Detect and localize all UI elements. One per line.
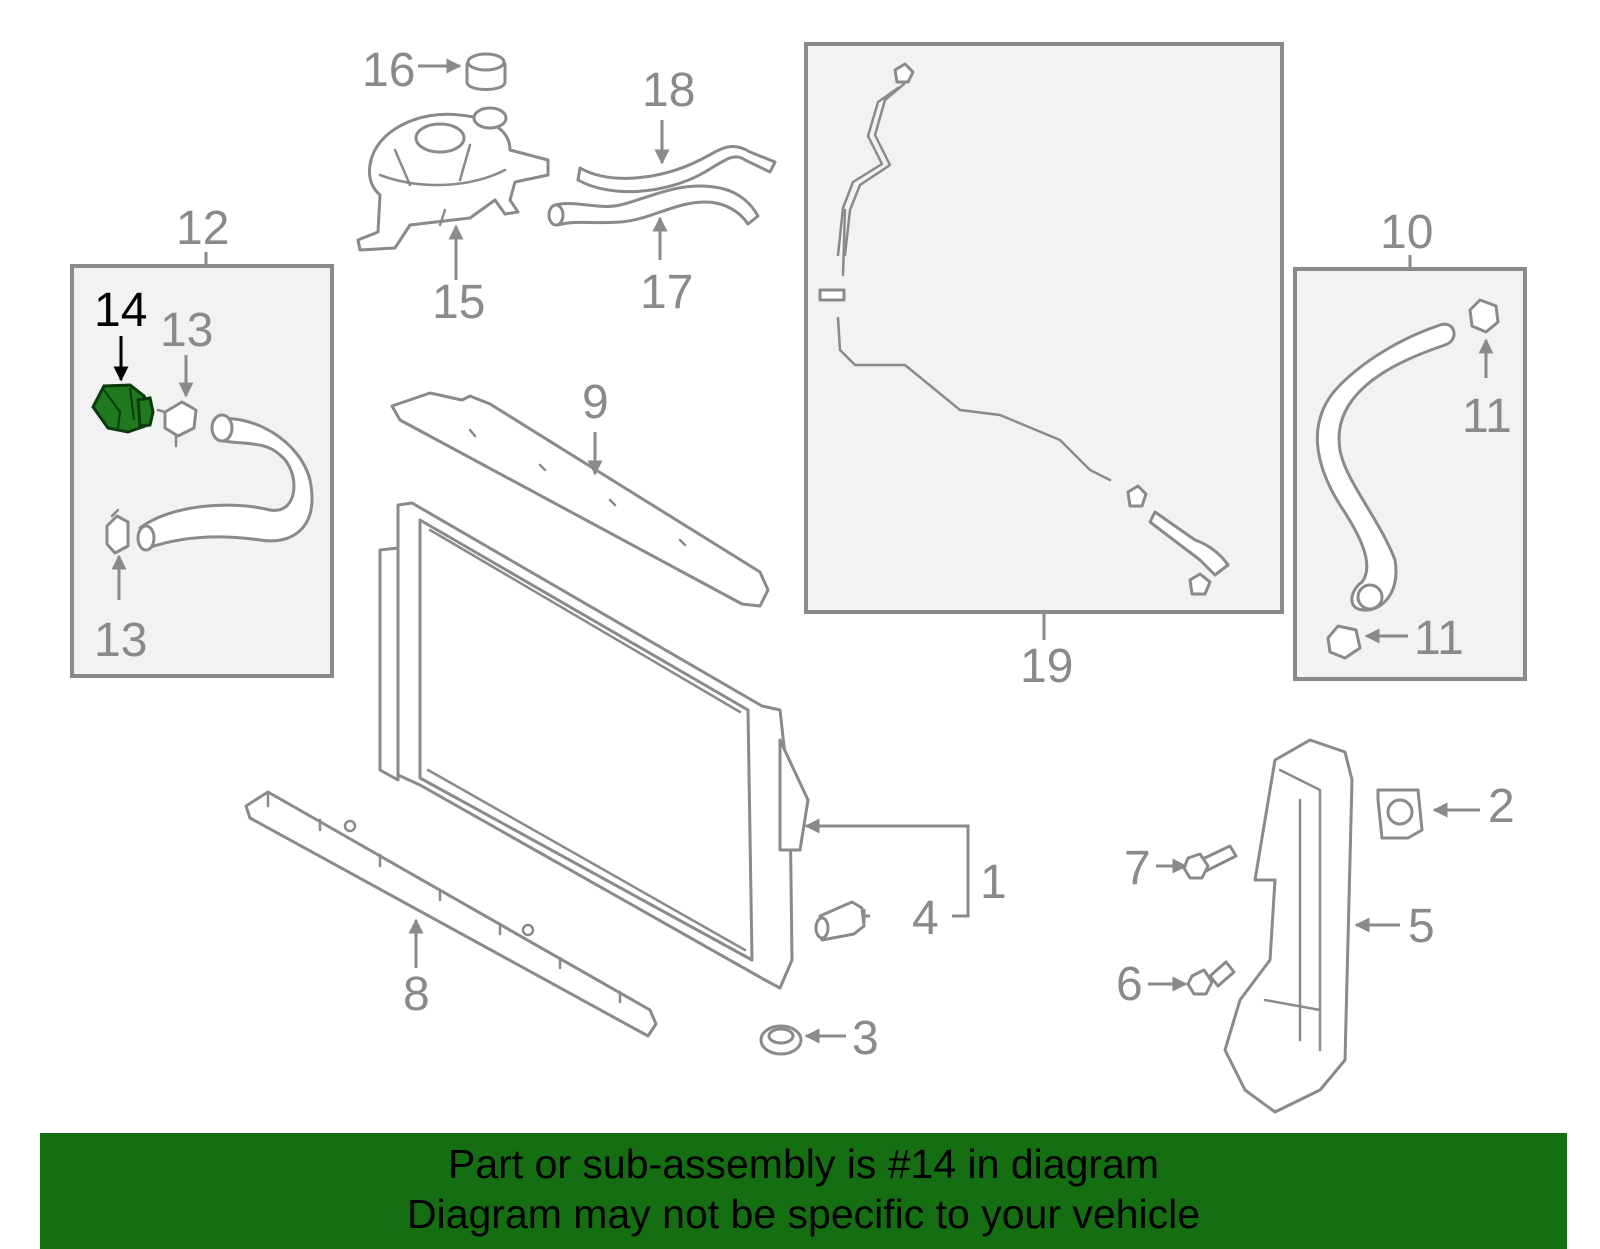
part-10-upper-hose[interactable]: [1316, 322, 1456, 612]
label-10: 10: [1380, 206, 1433, 259]
part-13-clamp-lower[interactable]: [105, 508, 130, 555]
part-19-hose-line[interactable]: [818, 62, 1230, 596]
label-16: 16: [362, 44, 415, 97]
part-4-drain-plug[interactable]: [814, 900, 866, 942]
label-13-lower: 13: [94, 614, 147, 667]
box-12: [70, 264, 334, 678]
label-13-upper: 13: [160, 304, 213, 357]
part-3-grommet[interactable]: [759, 1024, 803, 1056]
info-banner: Part or sub-assembly is #14 in diagram D…: [40, 1133, 1567, 1249]
part-2-bracket[interactable]: [1376, 788, 1424, 840]
banner-line-1: Part or sub-assembly is #14 in diagram: [448, 1141, 1159, 1187]
part-13-clamp-upper[interactable]: [156, 400, 198, 448]
part-6-bolt[interactable]: [1186, 960, 1236, 996]
label-11-upper: 11: [1462, 390, 1512, 443]
label-4: 4: [912, 892, 939, 945]
label-12: 12: [176, 202, 229, 255]
label-14: 14: [94, 284, 147, 337]
label-9: 9: [582, 376, 609, 429]
label-8: 8: [403, 968, 430, 1021]
part-15-reservoir[interactable]: [356, 106, 550, 252]
part-18-hose[interactable]: [576, 145, 777, 194]
banner-line-2: Diagram may not be specific to your vehi…: [406, 1191, 1200, 1237]
label-19: 19: [1020, 640, 1073, 693]
label-2: 2: [1488, 780, 1515, 833]
part-16-cap[interactable]: [465, 52, 507, 91]
part-17-hose[interactable]: [547, 184, 760, 227]
label-1: 1: [980, 856, 1007, 909]
label-5: 5: [1408, 900, 1435, 953]
label-11-lower: 11: [1414, 612, 1464, 665]
label-7: 7: [1124, 842, 1151, 895]
part-5-air-guard[interactable]: [1223, 738, 1354, 1114]
part-12-lower-hose[interactable]: [136, 413, 314, 552]
part-11-clamp-lower[interactable]: [1326, 624, 1362, 660]
label-15: 15: [432, 276, 485, 329]
part-7-bolt[interactable]: [1182, 844, 1238, 880]
label-6: 6: [1116, 958, 1143, 1011]
part-14-highlighted[interactable]: [91, 383, 155, 434]
part-1-radiator[interactable]: [378, 501, 810, 990]
part-8-lower-shroud[interactable]: [244, 790, 658, 1038]
label-17: 17: [640, 266, 693, 319]
box-19: [804, 42, 1284, 614]
part-11-clamp-upper[interactable]: [1468, 298, 1500, 334]
part-9-upper-shroud[interactable]: [390, 391, 770, 608]
label-3: 3: [852, 1012, 879, 1065]
label-18: 18: [642, 64, 695, 117]
